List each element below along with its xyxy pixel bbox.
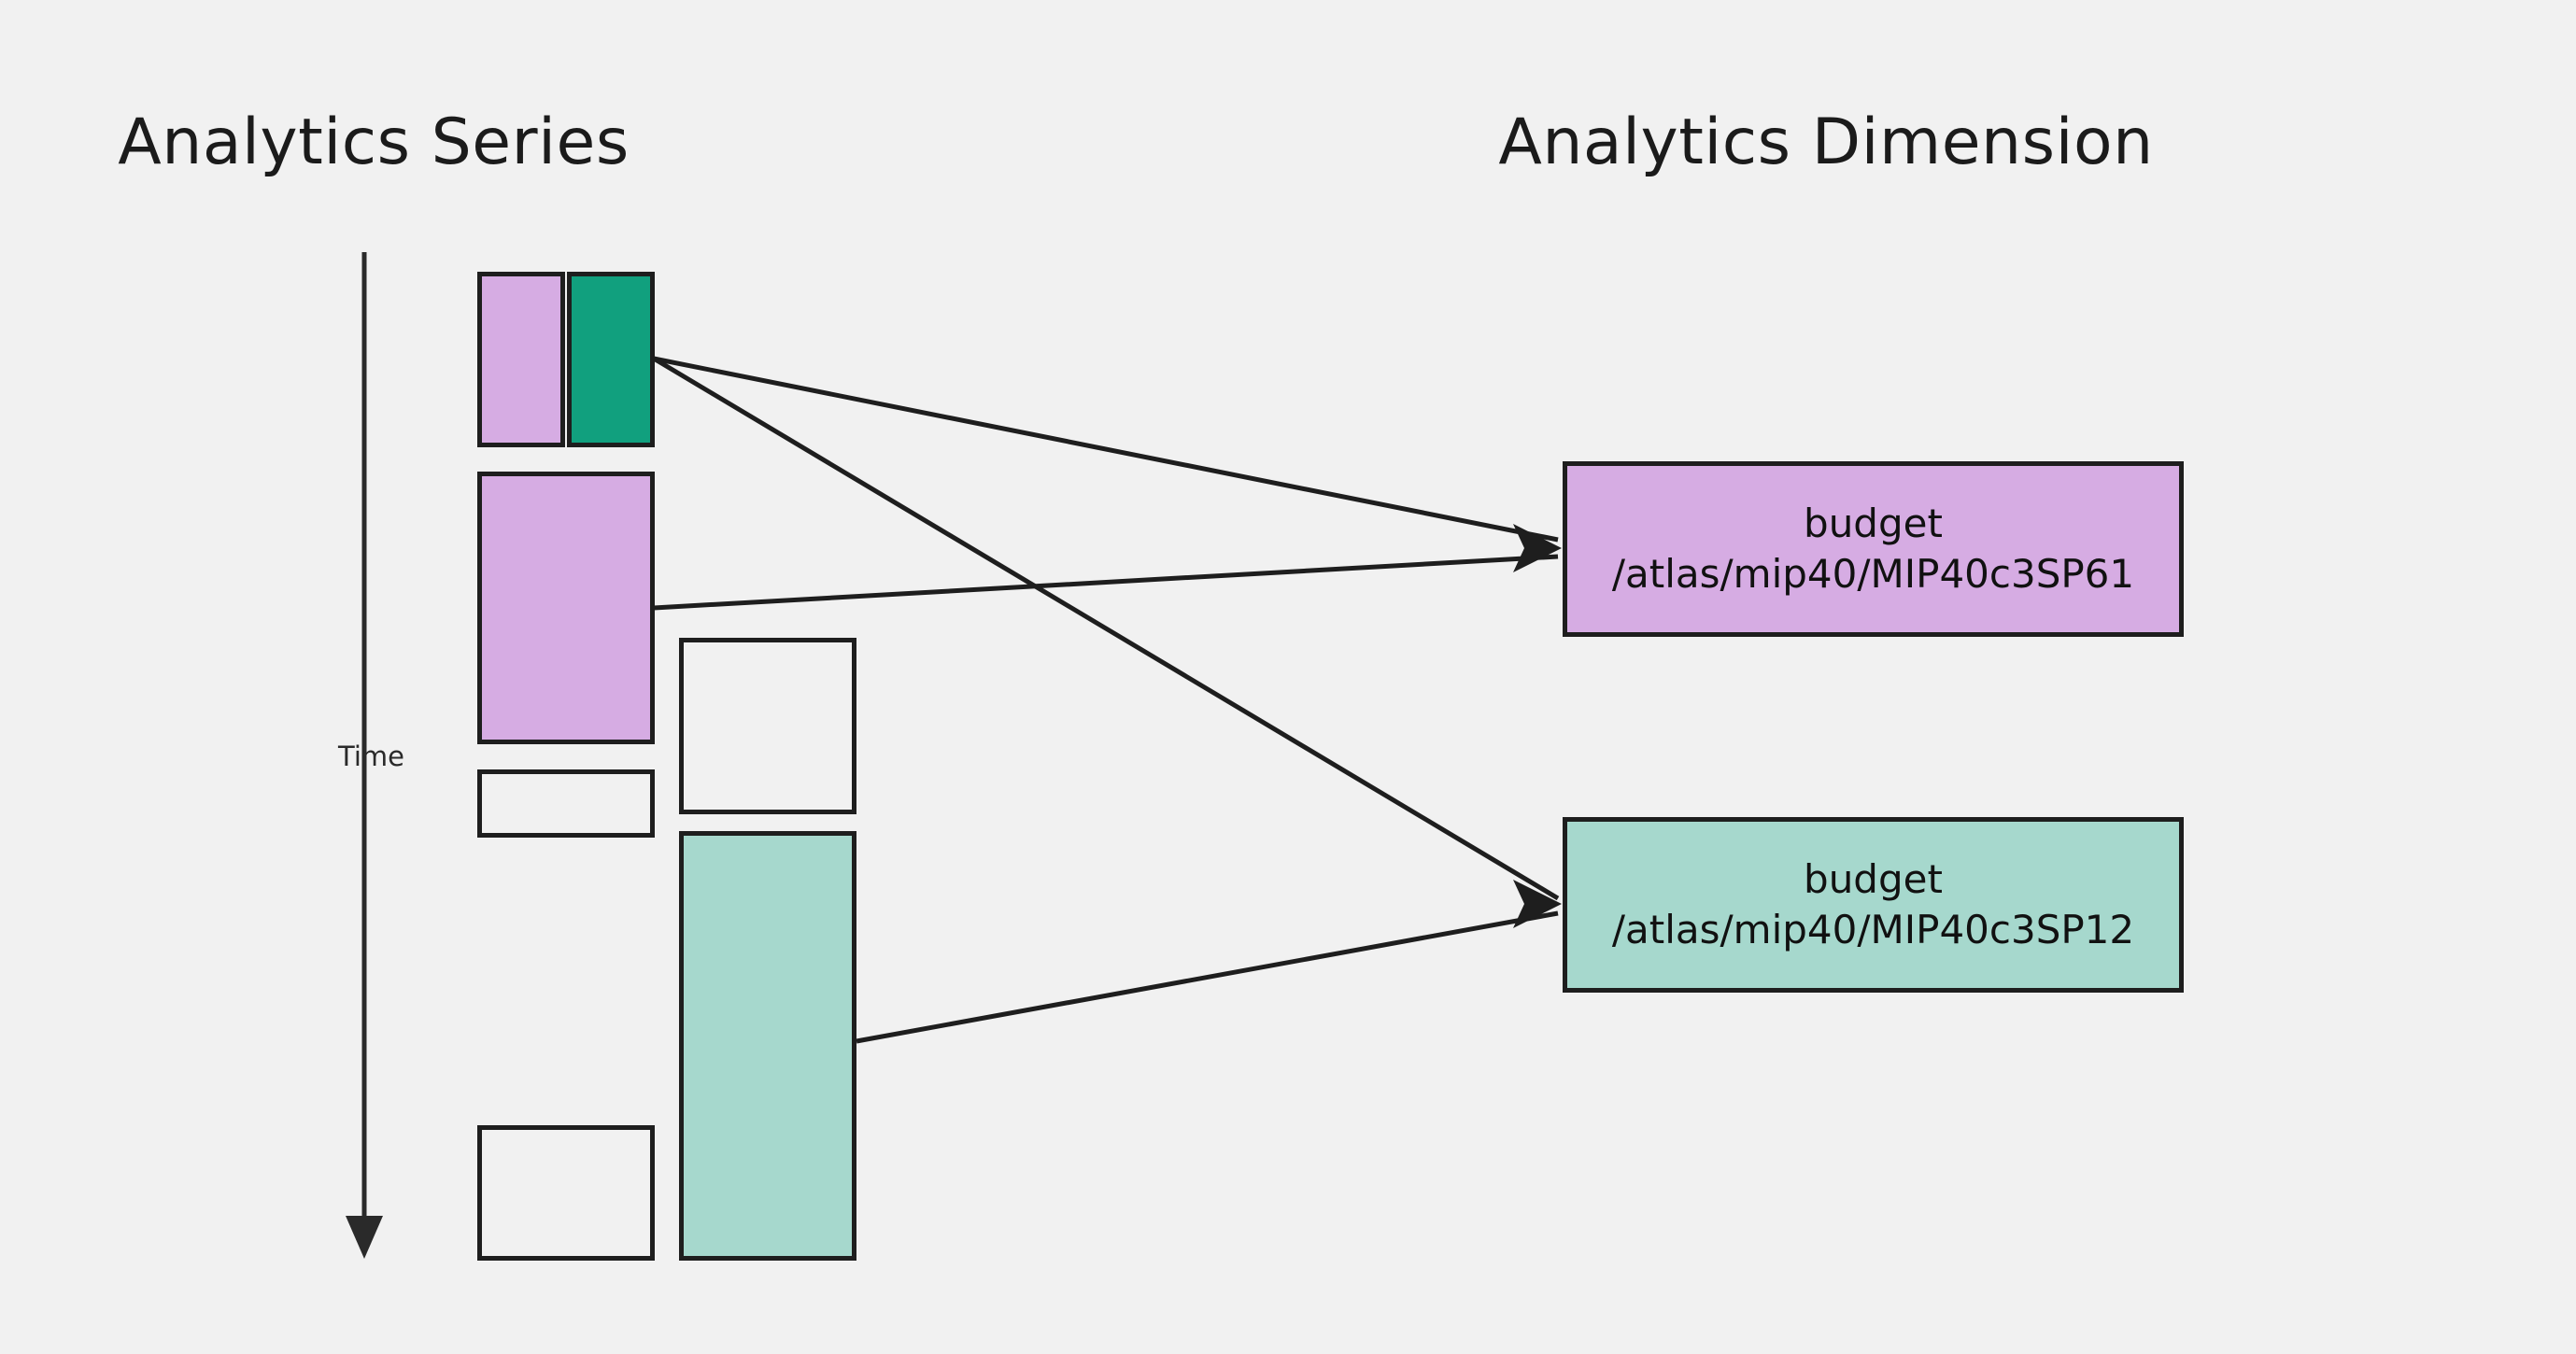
dimension-box-title: budget — [1804, 856, 1943, 903]
dimension-box-path: /atlas/mip40/MIP40c3SP61 — [1611, 551, 2135, 597]
connector-line — [652, 356, 1560, 901]
connector-line — [856, 910, 1559, 1044]
series-bar[interactable] — [477, 272, 565, 447]
page-title-analytics-dimension: Analytics Dimension — [1498, 106, 2154, 179]
series-bar[interactable] — [679, 831, 856, 1261]
dimension-box[interactable]: budget/atlas/mip40/MIP40c3SP61 — [1563, 461, 2184, 637]
arrowhead-icon — [1513, 524, 1562, 572]
down-arrow-icon — [346, 1216, 383, 1259]
dimension-box-path: /atlas/mip40/MIP40c3SP12 — [1611, 907, 2135, 952]
dimension-box[interactable]: budget/atlas/mip40/MIP40c3SP12 — [1563, 817, 2184, 993]
series-bar[interactable] — [679, 638, 856, 814]
series-bar[interactable] — [477, 769, 655, 838]
time-axis-label: Time — [338, 740, 404, 772]
series-bar[interactable] — [477, 472, 655, 744]
arrowhead-icon — [1513, 880, 1562, 928]
connector-line — [653, 554, 1559, 611]
dimension-box-title: budget — [1804, 501, 1943, 547]
series-bar[interactable] — [477, 1125, 655, 1261]
connector-line — [653, 356, 1559, 543]
series-bar[interactable] — [567, 272, 655, 447]
page-title-analytics-series: Analytics Series — [118, 106, 630, 179]
